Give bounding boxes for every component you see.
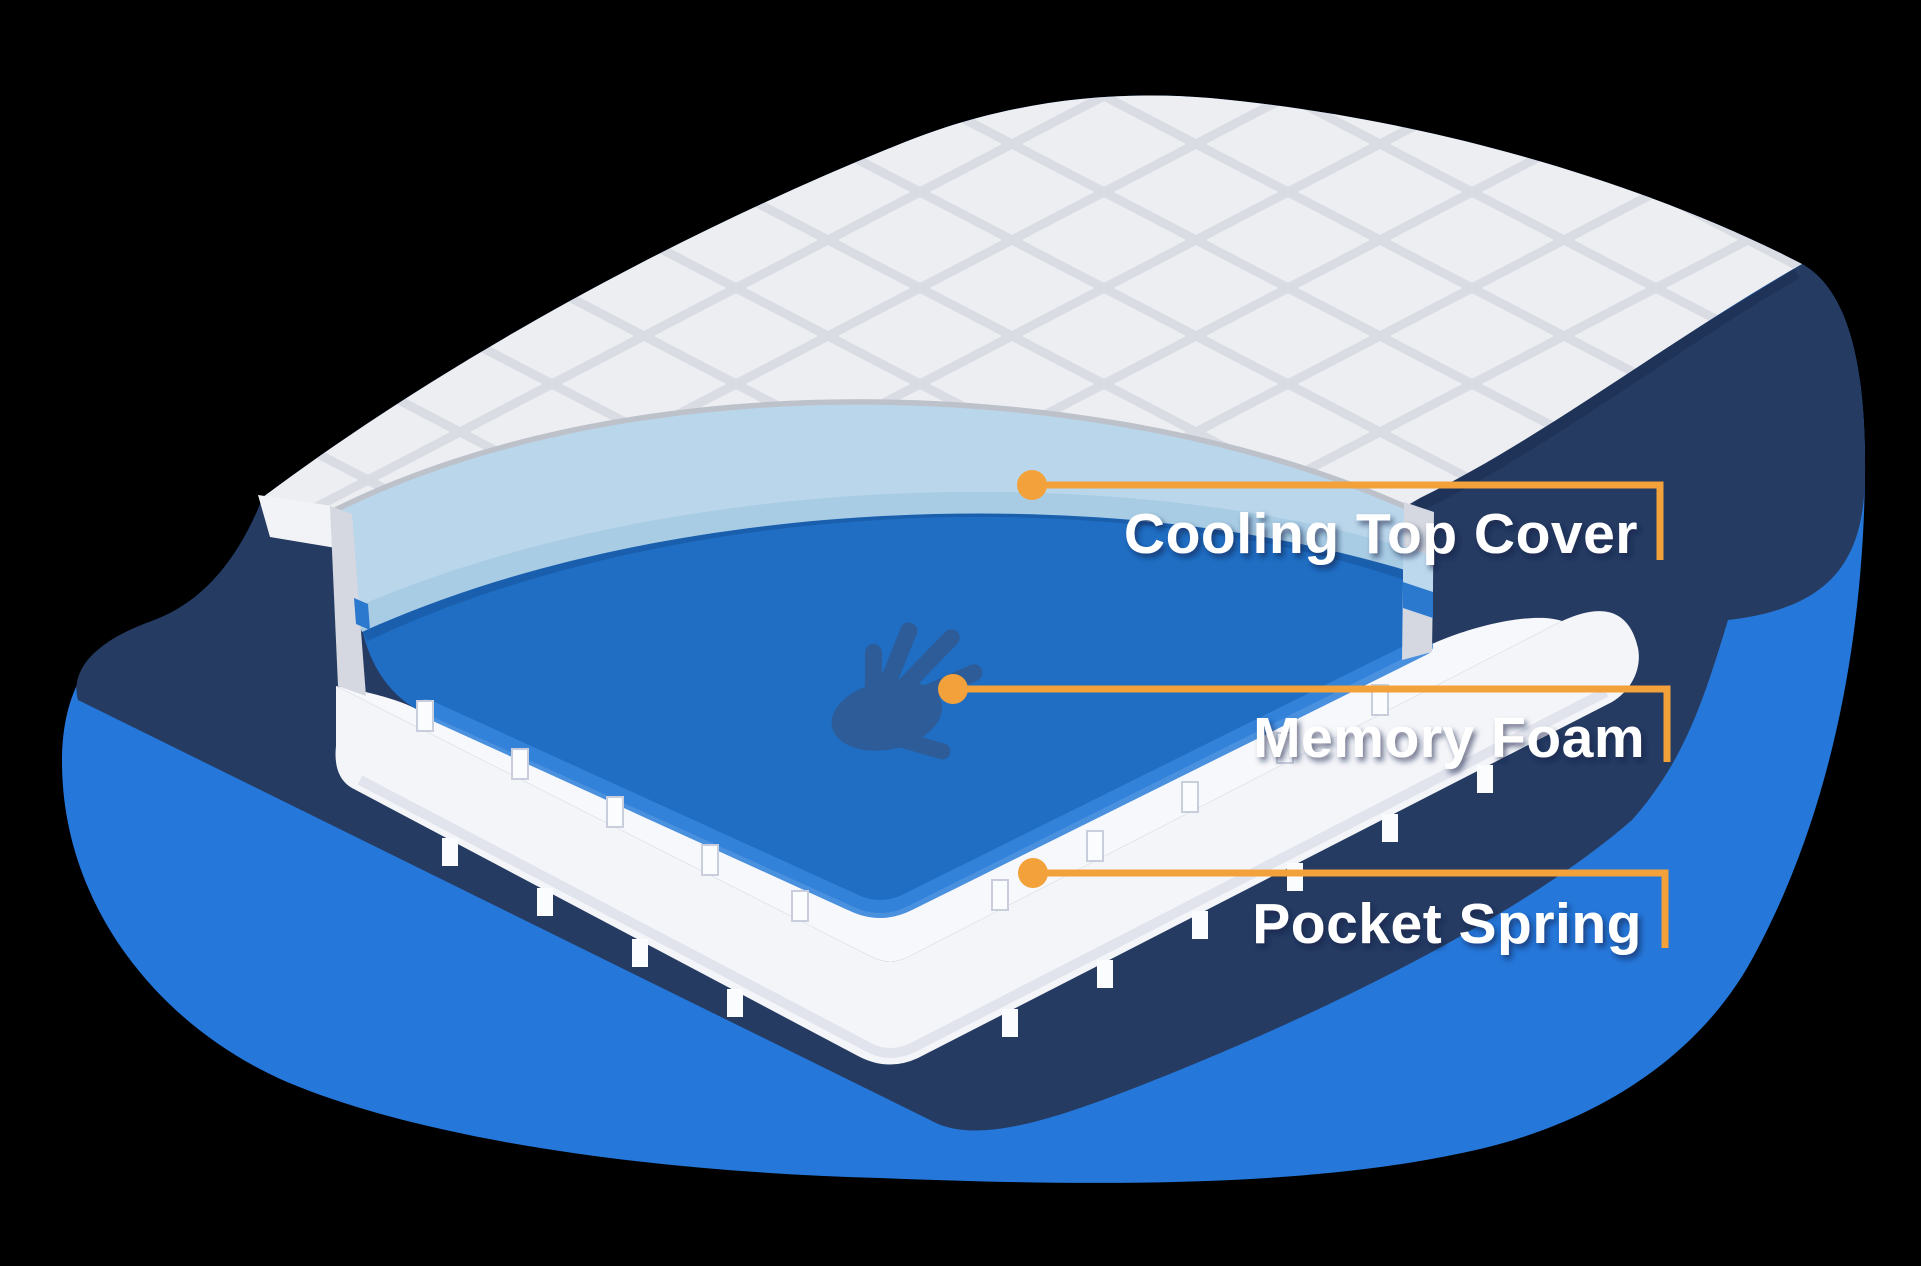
spring-notch	[1181, 781, 1199, 813]
cover-corner-face	[258, 495, 348, 550]
spring-notch	[1287, 863, 1303, 891]
spring-notch	[727, 989, 743, 1017]
pocket-spring-ledge	[336, 617, 1562, 962]
right-cut-cooling-stripe	[1403, 546, 1433, 592]
connector-dot-cooling	[1017, 470, 1047, 500]
label-pocket-spring: Pocket Spring	[1252, 892, 1642, 956]
pocket-spring-layer	[335, 611, 1639, 1065]
connector-line-cooling	[1032, 481, 1664, 560]
spring-notch	[791, 890, 809, 922]
memory-foam-edge-highlight	[417, 637, 1433, 918]
spring-notch	[1382, 814, 1398, 842]
connector-dot-memory	[938, 674, 968, 704]
right-cut-foam-stripe	[1403, 582, 1433, 618]
quilted-top-cover	[263, 95, 1802, 509]
spring-notch	[1276, 732, 1294, 764]
hand-finger	[896, 629, 960, 695]
spring-notch	[1192, 911, 1208, 939]
cooling-layer-top	[333, 403, 1419, 609]
connector-dots	[938, 470, 1048, 888]
label-cooling-top-cover: Cooling Top Cover	[1124, 502, 1638, 566]
connectors	[953, 481, 1671, 948]
quilt-fold-shadow	[1412, 265, 1800, 513]
hand-finger	[878, 622, 918, 695]
spring-notch	[537, 888, 553, 916]
spring-notch	[1477, 765, 1493, 793]
cover-cut-rim	[330, 393, 1411, 513]
left-cut-foam-stripe	[354, 598, 370, 630]
connector-line-memory	[953, 685, 1671, 762]
spring-notches-bottom	[442, 765, 1493, 1037]
spring-notch	[991, 879, 1009, 911]
spring-notch	[416, 700, 434, 732]
spring-notch	[511, 748, 529, 780]
spring-notch	[701, 844, 719, 876]
hand-finger	[865, 644, 882, 706]
connector-dot-pocket	[1018, 858, 1048, 888]
left-cut-face	[330, 506, 366, 696]
spring-notch	[442, 838, 458, 866]
layer-labels: Cooling Top Cover Memory Foam Pocket Spr…	[1124, 502, 1645, 956]
hand-thumb	[894, 731, 951, 760]
spring-notch	[1086, 830, 1104, 862]
connector-line-pocket	[1033, 869, 1669, 948]
spring-notch	[1097, 960, 1113, 988]
label-memory-foam: Memory Foam	[1253, 706, 1645, 770]
spring-notch	[606, 796, 624, 828]
pocket-spring-bottom-shade	[357, 687, 1609, 1058]
spring-notch	[1002, 1009, 1018, 1037]
spring-notch	[632, 939, 648, 967]
